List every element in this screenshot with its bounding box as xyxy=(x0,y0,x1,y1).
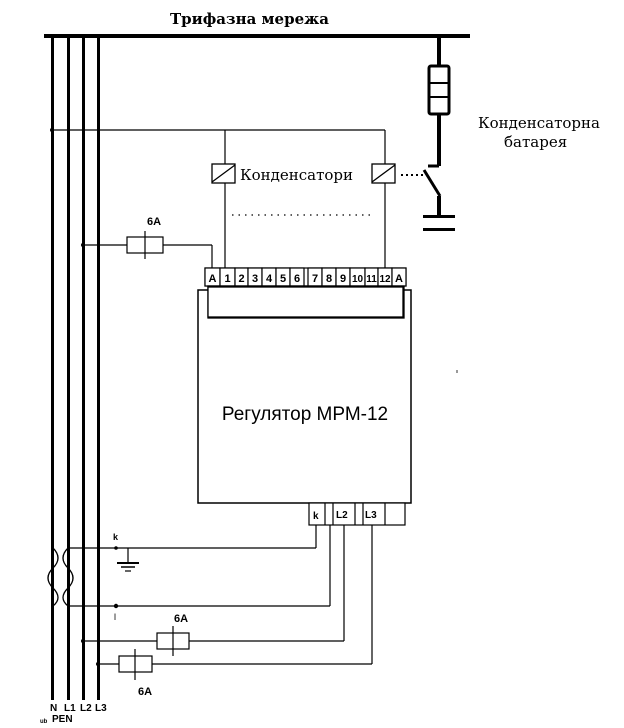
ct-k-label: k xyxy=(113,532,119,542)
capacitors-label: Конденсатори xyxy=(240,166,353,184)
top-terminal-label: 1 xyxy=(224,273,230,285)
relay-coil-right-icon xyxy=(371,163,396,184)
battery-label-line1: Конденсаторна xyxy=(478,114,600,132)
top-terminal-label: 7 xyxy=(312,273,318,285)
top-terminal-label: 4 xyxy=(266,273,273,285)
bottom-terminal-l2: L2 xyxy=(336,510,348,521)
terminal-strip-bottom: k L2 L3 xyxy=(308,502,406,526)
top-terminal-label: 8 xyxy=(326,273,332,285)
relay-coil-left-icon xyxy=(211,163,236,184)
current-transformer-icon xyxy=(47,547,115,607)
bus-line-n xyxy=(51,36,54,700)
bus-lines xyxy=(51,36,100,700)
bottom-terminal-l3: L3 xyxy=(365,510,377,521)
battery-fuse-icon xyxy=(427,64,451,116)
regulator-body xyxy=(197,289,412,504)
top-terminal-label: 5 xyxy=(280,273,286,285)
regulator-label: Регулятор МРМ-12 xyxy=(222,404,388,425)
top-terminal-label: A xyxy=(395,273,403,285)
capacitor-icon xyxy=(423,215,455,218)
network-title: Трифазна мережа xyxy=(170,10,329,28)
fuse-bottom-label: 6A xyxy=(138,686,152,698)
top-terminal-label: 11 xyxy=(366,274,377,285)
top-terminal-label: 3 xyxy=(252,273,258,285)
top-terminal-label: 10 xyxy=(352,274,364,285)
coil-wiring xyxy=(50,128,386,268)
fuse-middle-label: 6A xyxy=(174,613,188,625)
top-terminal-label: 12 xyxy=(379,274,391,285)
bus-line-l1 xyxy=(67,36,70,700)
fuse-middle xyxy=(81,525,345,656)
top-terminal-label: 2 xyxy=(238,273,244,285)
top-terminal-label: 6 xyxy=(294,273,300,285)
ct-l-label: l xyxy=(114,612,116,622)
bus-label-sub: ub xyxy=(40,719,48,725)
contactor-switch-icon xyxy=(422,169,442,197)
bus-line-l2 xyxy=(82,36,85,700)
network-bus xyxy=(44,34,470,38)
bottom-terminal-k: k xyxy=(313,511,319,522)
top-terminal-label: 9 xyxy=(340,273,346,285)
top-terminal-label: A xyxy=(209,273,217,285)
bus-label-n: N xyxy=(50,703,57,714)
fuse-bottom xyxy=(96,525,373,680)
bus-label-l1: L1 xyxy=(64,703,76,714)
fuse-top xyxy=(81,231,213,268)
bus-label-pen: PEN xyxy=(52,714,73,725)
battery-label-line2: батарея xyxy=(504,133,567,151)
ct-wiring xyxy=(113,525,331,609)
bus-line-l3 xyxy=(97,36,100,700)
fuse-top-label: 6A xyxy=(147,216,161,228)
bus-label-l3: L3 xyxy=(95,703,107,714)
capacitor-battery-branch xyxy=(422,36,455,231)
bus-label-l2: L2 xyxy=(80,703,92,714)
